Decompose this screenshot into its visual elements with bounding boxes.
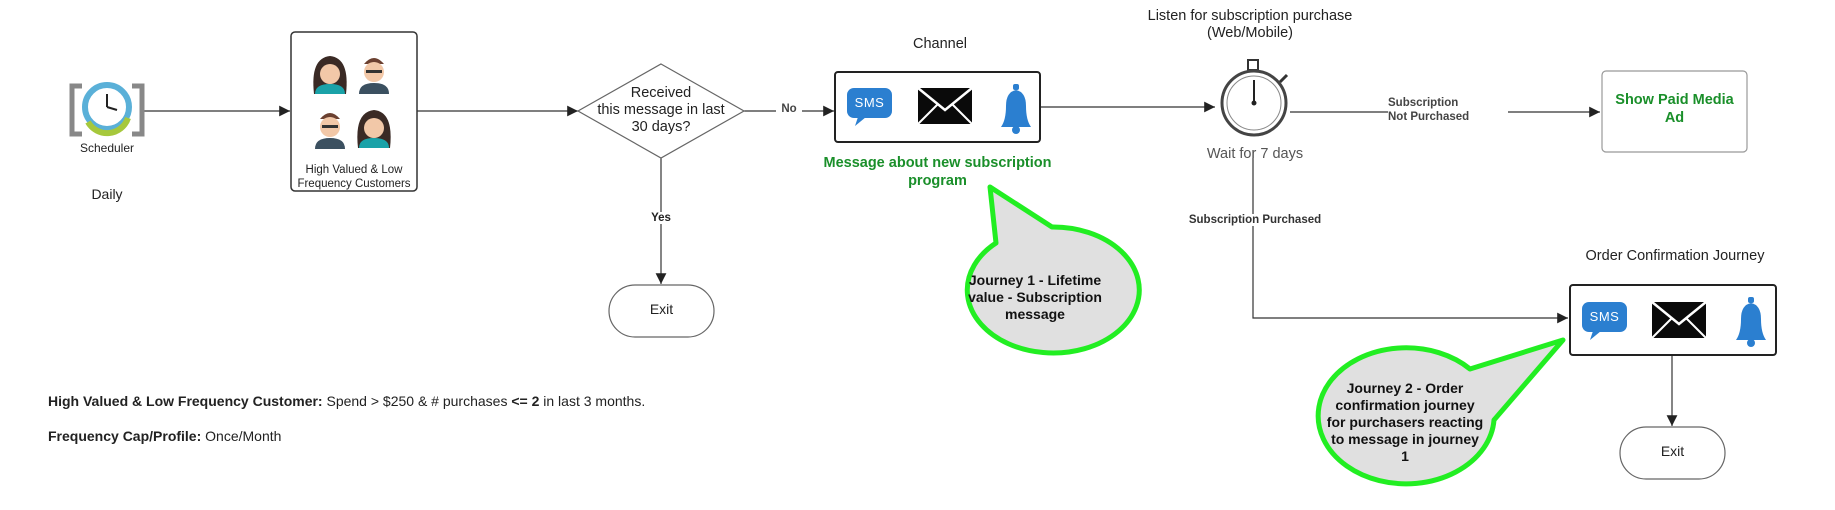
scheduler-label: Scheduler bbox=[79, 141, 135, 155]
not-purchased-line2: Not Purchased bbox=[1388, 111, 1470, 123]
paid-media-line1: Show Paid Media bbox=[1615, 92, 1734, 108]
callout-1-text: Journey 1 - Lifetime value - Subscriptio… bbox=[945, 272, 1125, 323]
channel-caption: Message about new subscription program bbox=[800, 154, 1075, 190]
callout-2-line5: 1 bbox=[1401, 448, 1409, 464]
wait-label: Wait for 7 days bbox=[1206, 146, 1304, 162]
edge-label-no: No bbox=[776, 103, 802, 115]
listener-title-line1: Listen for subscription purchase bbox=[1147, 8, 1353, 24]
customer-avatars-icon bbox=[313, 56, 391, 149]
exit-2-label: Exit bbox=[1660, 443, 1685, 459]
customer-definition-bold: <= 2 bbox=[511, 393, 540, 409]
edge-label-purchased: Subscription Purchased bbox=[1180, 214, 1330, 226]
frequency-cap-note: Frequency Cap/Profile: Once/Month bbox=[48, 428, 281, 444]
bell-icon bbox=[1001, 84, 1031, 134]
paid-media-line2: Ad bbox=[1664, 110, 1685, 126]
listener-title: Listen for subscription purchase (Web/Mo… bbox=[1120, 8, 1380, 42]
exit-2 bbox=[1619, 426, 1726, 480]
not-purchased-line1: Subscription bbox=[1388, 97, 1459, 109]
audience-label-line1: High Valued & Low bbox=[305, 164, 403, 176]
edge-timer-order bbox=[1252, 150, 1568, 324]
channel-caption-line1: Message about new subscription bbox=[823, 155, 1052, 171]
order-journey-title: Order Confirmation Journey bbox=[1585, 248, 1765, 264]
bell-icon-2 bbox=[1736, 297, 1766, 347]
paid-media-label: Show Paid Media Ad bbox=[1602, 91, 1747, 127]
callout-1-line1: Journey 1 - Lifetime bbox=[968, 272, 1102, 288]
exit-1-label: Exit bbox=[649, 301, 674, 317]
envelope-icon-2 bbox=[1651, 301, 1707, 339]
scheduler-frequency: Daily bbox=[91, 186, 123, 202]
channel-title: Channel bbox=[912, 36, 967, 52]
callout-2-line1: Journey 2 - Order bbox=[1346, 380, 1464, 396]
customer-definition-text-b: in last 3 months. bbox=[539, 393, 646, 409]
decision-text: Received this message in last 30 days? bbox=[586, 85, 736, 136]
listener-title-line2: (Web/Mobile) bbox=[1207, 25, 1293, 41]
sms-icon bbox=[847, 88, 892, 126]
edge-label-yes: Yes bbox=[646, 212, 676, 224]
customer-definition-label: High Valued & Low Frequency Customer: bbox=[48, 393, 323, 409]
callout-2-text: Journey 2 - Order confirmation journey f… bbox=[1305, 380, 1505, 465]
callout-2-line3: for purchasers reacting bbox=[1326, 414, 1484, 430]
callout-2-line4: to message in journey bbox=[1331, 431, 1479, 447]
callout-2-line2: confirmation journey bbox=[1335, 397, 1475, 413]
callout-1-bubble bbox=[964, 184, 1142, 356]
envelope-icon bbox=[917, 87, 973, 125]
stopwatch-icon bbox=[1220, 59, 1289, 137]
exit-1 bbox=[608, 284, 715, 338]
scheduler-icon bbox=[69, 82, 145, 137]
callout-2-bubble bbox=[1315, 337, 1566, 487]
paid-media-box bbox=[1601, 70, 1748, 153]
decision-line3: 30 days? bbox=[631, 119, 691, 135]
customer-definition-note: High Valued & Low Frequency Customer: Sp… bbox=[48, 393, 645, 409]
audience-label: High Valued & Low Frequency Customers bbox=[291, 163, 417, 191]
sms-label: SMS bbox=[854, 95, 885, 110]
audience-label-line2: Frequency Customers bbox=[297, 178, 411, 190]
decision-line2: this message in last bbox=[597, 102, 725, 118]
decision-diamond bbox=[576, 63, 746, 159]
decision-line1: Received bbox=[630, 85, 692, 101]
customer-definition-text-a: Spend > $250 & # purchases bbox=[322, 393, 512, 409]
sms-label-2: SMS bbox=[1589, 309, 1620, 324]
callout-1-line3: message bbox=[1005, 306, 1065, 322]
callout-1-line2: value - Subscription bbox=[968, 289, 1102, 305]
sms-icon-2 bbox=[1582, 302, 1627, 340]
frequency-cap-label: Frequency Cap/Profile: bbox=[48, 428, 202, 444]
frequency-cap-text: Once/Month bbox=[201, 428, 282, 444]
channel-caption-line2: program bbox=[908, 173, 967, 189]
edge-label-not-purchased: Subscription Not Purchased bbox=[1388, 96, 1508, 124]
